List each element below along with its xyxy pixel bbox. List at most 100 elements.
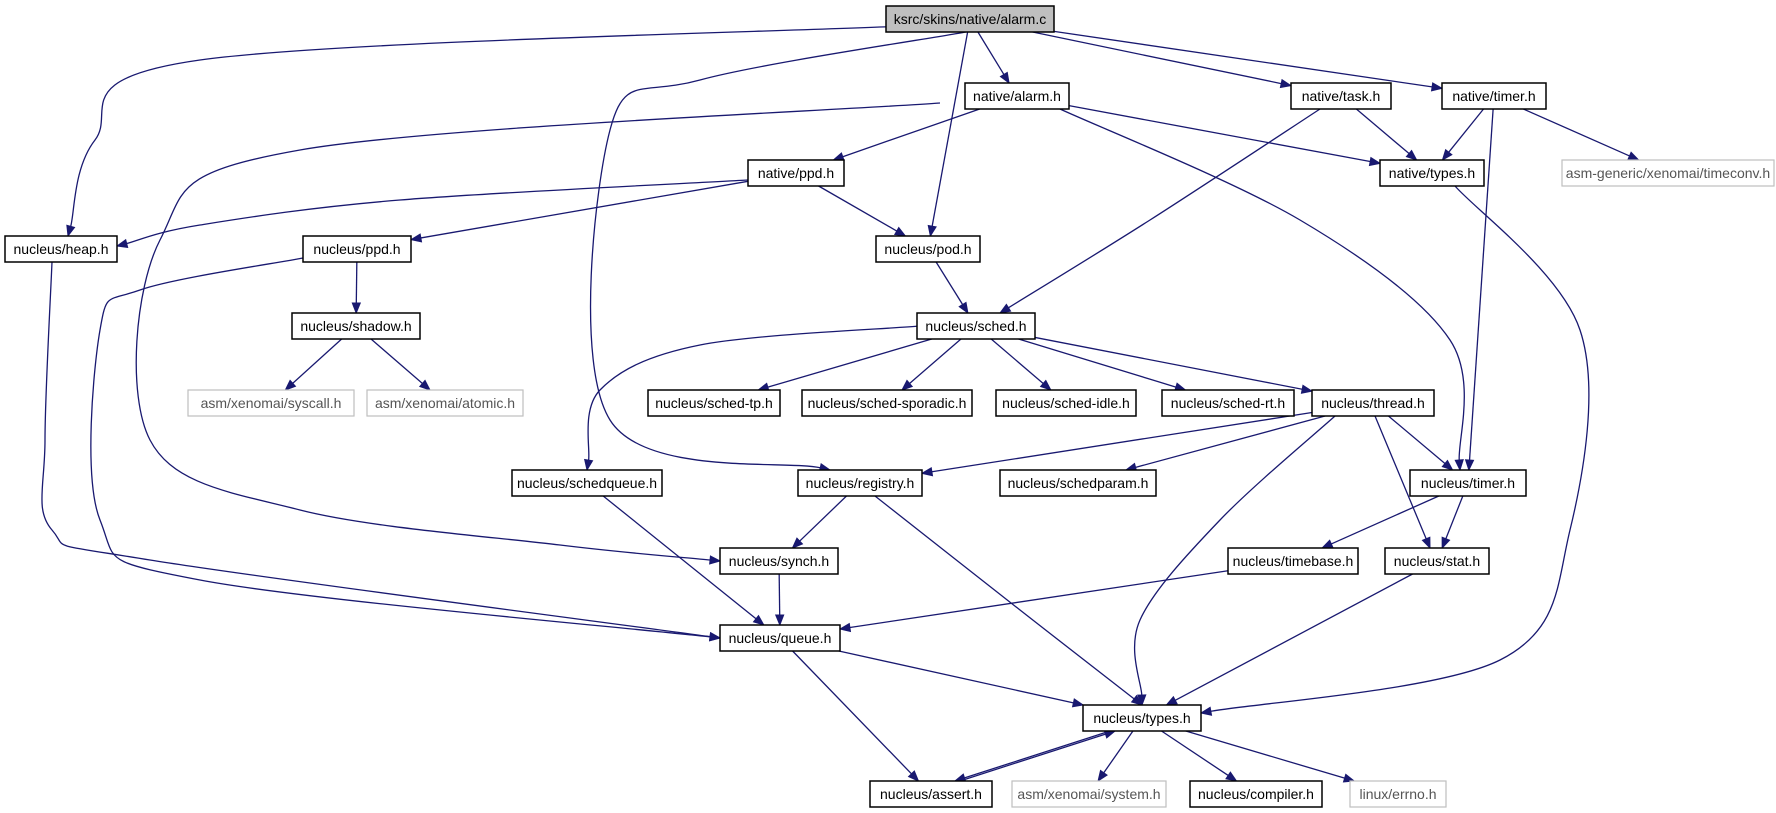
node-linux-errno: linux/errno.h bbox=[1349, 780, 1447, 808]
node-registry[interactable]: nucleus/registry.h bbox=[797, 469, 923, 497]
edge-line bbox=[1468, 108, 1494, 461]
node-label: linux/errno.h bbox=[1359, 786, 1436, 802]
edge-line bbox=[1068, 105, 1371, 163]
edge-nucleus_types-to-linux_errno bbox=[1185, 730, 1356, 783]
node-timebase[interactable]: nucleus/timebase.h bbox=[1227, 547, 1359, 575]
node-root[interactable]: ksrc/skins/native/alarm.c bbox=[885, 5, 1055, 33]
node-label: nucleus/sched-sporadic.h bbox=[808, 395, 967, 411]
node-nucleus-shadow[interactable]: nucleus/shadow.h bbox=[291, 312, 421, 340]
node-native-task[interactable]: native/task.h bbox=[1290, 82, 1392, 110]
node-box bbox=[747, 159, 845, 187]
node-label: nucleus/ppd.h bbox=[313, 241, 400, 257]
edge-line bbox=[818, 185, 898, 232]
edge-line bbox=[1445, 495, 1464, 539]
node-nucleus-pod[interactable]: nucleus/pod.h bbox=[875, 235, 981, 263]
node-nucleus-assert[interactable]: nucleus/assert.h bbox=[869, 780, 993, 808]
node-box bbox=[1409, 469, 1527, 497]
node-native-types[interactable]: native/types.h bbox=[1379, 159, 1485, 187]
arrowhead-icon bbox=[1441, 148, 1453, 162]
node-nucleus-queue[interactable]: nucleus/queue.h bbox=[719, 624, 841, 652]
edge-line bbox=[1032, 31, 1282, 85]
node-label: native/types.h bbox=[1389, 165, 1475, 181]
node-asm-syscall: asm/xenomai/syscall.h bbox=[187, 389, 355, 417]
edge-root-to-native_alarm bbox=[977, 31, 1010, 85]
arrowhead-icon bbox=[901, 379, 914, 391]
edge-line bbox=[1185, 730, 1345, 779]
node-label: ksrc/skins/native/alarm.c bbox=[894, 11, 1046, 27]
arrowhead-icon bbox=[66, 224, 76, 238]
node-sched-rt[interactable]: nucleus/sched-rt.h bbox=[1161, 389, 1295, 417]
node-box bbox=[302, 235, 412, 263]
node-nucleus-heap[interactable]: nucleus/heap.h bbox=[4, 235, 118, 263]
arrowhead-icon bbox=[1279, 78, 1293, 89]
node-box bbox=[719, 624, 841, 652]
node-label: nucleus/sched-tp.h bbox=[655, 395, 773, 411]
edge-registry-to-nucleus_types bbox=[874, 495, 1144, 706]
edge-nucleus_sched-to-schedqueue bbox=[584, 325, 921, 472]
node-native-ppd[interactable]: native/ppd.h bbox=[747, 159, 845, 187]
node-nucleus-stat[interactable]: nucleus/stat.h bbox=[1384, 547, 1490, 575]
edge-line bbox=[977, 31, 1005, 75]
edge-line bbox=[90, 257, 711, 638]
node-box bbox=[869, 780, 993, 808]
edge-line bbox=[420, 180, 749, 239]
node-nucleus-sched[interactable]: nucleus/sched.h bbox=[916, 312, 1036, 340]
edge-line bbox=[1388, 415, 1446, 465]
node-schedqueue[interactable]: nucleus/schedqueue.h bbox=[511, 469, 663, 497]
node-sched-sporadic[interactable]: nucleus/sched-sporadic.h bbox=[801, 389, 973, 417]
edge-registry-to-nucleus_synch bbox=[791, 495, 847, 549]
edge-line bbox=[1059, 108, 1465, 461]
arrowhead-icon bbox=[893, 226, 907, 237]
node-native-timer[interactable]: native/timer.h bbox=[1441, 82, 1547, 110]
node-label: nucleus/shadow.h bbox=[300, 318, 411, 334]
arrowhead-icon bbox=[709, 555, 722, 565]
node-native-alarm[interactable]: native/alarm.h bbox=[964, 82, 1070, 110]
node-nucleus-compiler[interactable]: nucleus/compiler.h bbox=[1189, 780, 1323, 808]
arrowhead-icon bbox=[1430, 82, 1444, 92]
arrowhead-icon bbox=[284, 379, 297, 391]
node-box bbox=[1384, 547, 1490, 575]
edge-nucleus_thread-to-nucleus_timer bbox=[1388, 415, 1454, 471]
node-nucleus-timer[interactable]: nucleus/timer.h bbox=[1409, 469, 1527, 497]
node-box bbox=[875, 235, 981, 263]
edge-line bbox=[1018, 338, 1177, 388]
edge-line bbox=[1331, 495, 1440, 545]
node-schedparam[interactable]: nucleus/schedparam.h bbox=[999, 469, 1157, 497]
arrowhead-icon bbox=[1368, 156, 1382, 167]
edge-line bbox=[1053, 30, 1433, 88]
node-box bbox=[4, 235, 118, 263]
node-sched-idle[interactable]: nucleus/sched-idle.h bbox=[995, 389, 1137, 417]
edge-nucleus_shadow-to-asm_atomic bbox=[370, 338, 431, 391]
edge-nucleus_queue-to-nucleus_types bbox=[838, 650, 1085, 708]
arrowhead-icon bbox=[709, 632, 722, 642]
node-label: nucleus/assert.h bbox=[880, 786, 982, 802]
edge-line bbox=[292, 338, 343, 384]
arrowhead-icon bbox=[998, 303, 1012, 314]
node-nucleus-thread[interactable]: nucleus/thread.h bbox=[1311, 389, 1435, 417]
arrowhead-icon bbox=[1225, 771, 1238, 782]
node-box bbox=[1379, 159, 1485, 187]
edge-line bbox=[70, 25, 906, 227]
node-nucleus-synch[interactable]: nucleus/synch.h bbox=[719, 547, 839, 575]
edge-line bbox=[909, 338, 962, 384]
node-nucleus-ppd[interactable]: nucleus/ppd.h bbox=[302, 235, 412, 263]
edge-nucleus_queue-to-nucleus_assert bbox=[792, 650, 920, 782]
node-sched-tp[interactable]: nucleus/sched-tp.h bbox=[647, 389, 781, 417]
node-nucleus-types[interactable]: nucleus/types.h bbox=[1082, 704, 1202, 732]
arrowhead-icon bbox=[907, 770, 920, 782]
edge-line bbox=[1355, 108, 1410, 155]
node-label: asm/xenomai/syscall.h bbox=[201, 395, 342, 411]
edge-native_types-to-nucleus_types bbox=[1199, 185, 1590, 716]
node-box bbox=[719, 547, 839, 575]
edge-line bbox=[602, 495, 757, 620]
edge-line bbox=[355, 261, 358, 304]
node-label: native/ppd.h bbox=[758, 165, 834, 181]
node-label: nucleus/compiler.h bbox=[1198, 786, 1314, 802]
arrowhead-icon bbox=[1464, 459, 1475, 472]
node-box bbox=[801, 389, 973, 417]
graph-nodes: ksrc/skins/native/alarm.c native/alarm.h n… bbox=[4, 5, 1775, 808]
arrowhead-icon bbox=[1441, 536, 1451, 550]
edge-root-to-nucleus_heap bbox=[66, 25, 906, 238]
edge-line bbox=[1523, 108, 1630, 157]
